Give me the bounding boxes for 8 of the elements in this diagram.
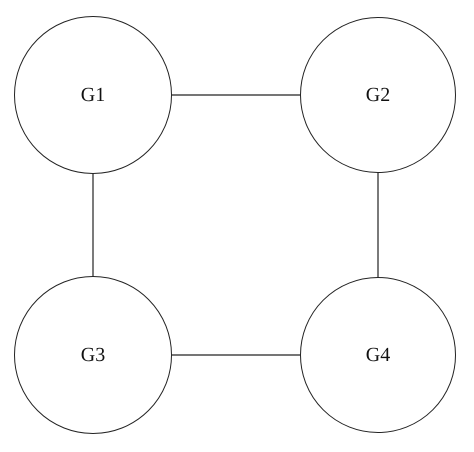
node-label: G1: [80, 84, 106, 106]
connector-line: [377, 173, 379, 277]
connector-line: [92, 174, 94, 276]
connector-line: [172, 354, 300, 356]
node-label: G2: [366, 84, 390, 106]
node-label: G4: [366, 344, 390, 366]
connector-line: [172, 94, 300, 96]
node-label: G3: [80, 344, 106, 366]
